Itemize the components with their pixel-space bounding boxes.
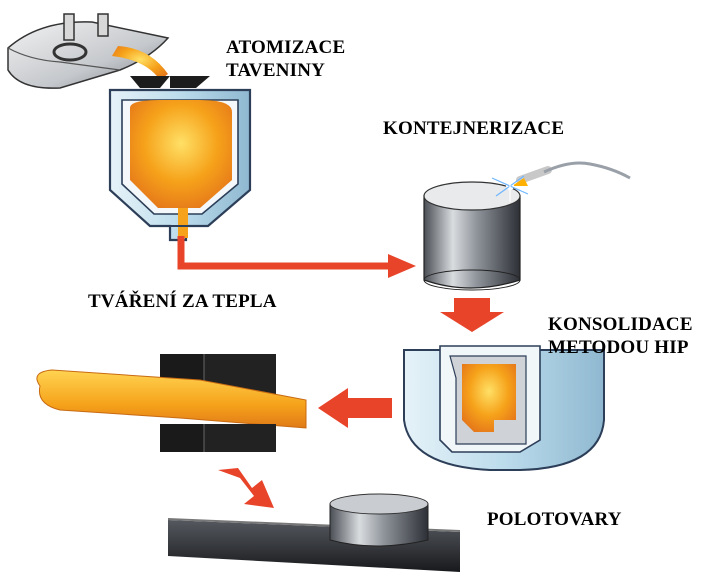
flow-arrow-to-semiproducts	[218, 468, 274, 508]
atomizer-vessel	[108, 76, 252, 242]
forming-dies-bottom	[160, 424, 276, 452]
flow-arrow-to-hip	[440, 298, 504, 332]
semi-products	[168, 493, 460, 572]
flow-arrow-to-container	[177, 236, 416, 278]
label-hot-forming: TVÁŘENÍ ZA TEPLA	[88, 291, 277, 312]
label-hip-line1: KONSOLIDACE	[548, 314, 693, 335]
welding-torch-icon	[512, 161, 631, 186]
label-atomization-line1: ATOMIZACE	[226, 37, 346, 58]
label-atomization: ATOMIZACE TAVENINY	[226, 36, 345, 82]
label-containerization: KONTEJNERIZACE	[383, 118, 565, 139]
label-hip-line2: METODOU HIP	[548, 337, 689, 358]
container-can	[423, 181, 521, 291]
label-hip-consolidation: KONSOLIDACE METODOU HIP	[548, 313, 693, 359]
label-atomization-line2: TAVENINY	[226, 60, 326, 81]
flow-arrow-to-forming	[318, 388, 392, 428]
hip-vessel	[403, 345, 605, 471]
ladle-icon	[7, 13, 170, 89]
label-semi-products: POLOTOVARY	[487, 509, 622, 530]
weld-spark-icon	[491, 170, 529, 202]
forming-bar	[36, 369, 307, 429]
